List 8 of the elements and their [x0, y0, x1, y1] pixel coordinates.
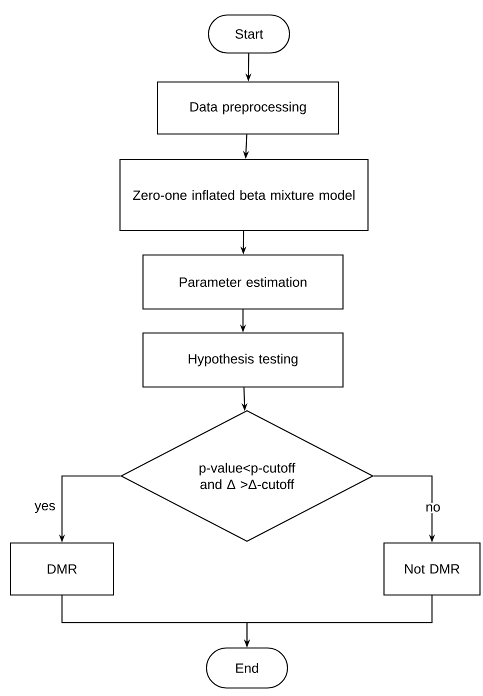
- edge-label: no: [424, 502, 442, 514]
- process-box: Not DMR: [383, 542, 481, 596]
- process-box: Zero-one inflated beta mixture model: [119, 158, 369, 232]
- process-box: Hypothesis testing: [142, 332, 344, 388]
- process-box: Parameter estimation: [142, 254, 344, 310]
- process-box: Data preprocessing: [156, 81, 340, 135]
- process-box: DMR: [10, 542, 114, 596]
- edge-label: yes: [33, 502, 57, 514]
